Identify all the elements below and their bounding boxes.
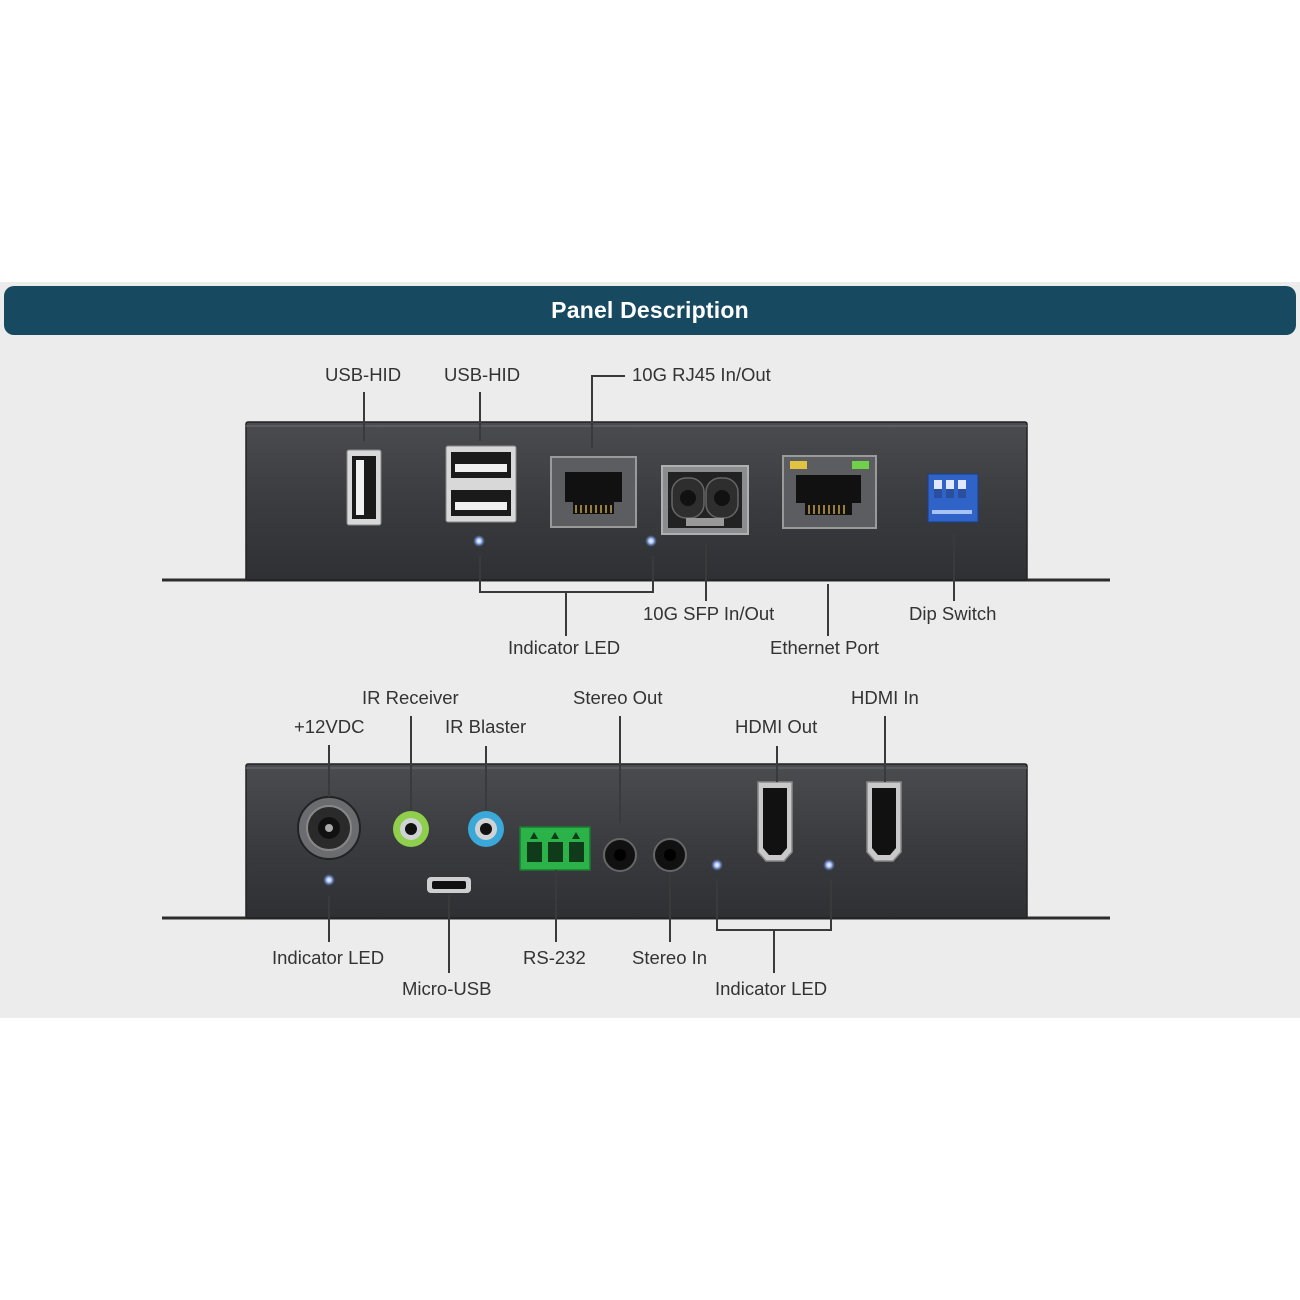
dual-usb-a-port-icon <box>445 445 517 523</box>
label-dip-switch: Dip Switch <box>909 603 997 624</box>
indicator-led-icon <box>323 874 335 886</box>
label-stereo-out: Stereo Out <box>573 687 663 708</box>
rear-leader-lines <box>328 716 886 973</box>
label-hdmi-out: HDMI Out <box>735 716 818 737</box>
indicator-led-icon <box>823 859 835 871</box>
panel-title-banner: Panel Description <box>4 286 1296 335</box>
usb-a-port-icon <box>346 449 382 526</box>
label-indicator-led-rear-left: Indicator LED <box>272 947 385 968</box>
label-usb-hid-dual: USB-HID <box>444 364 521 385</box>
label-10g-rj45: 10G RJ45 In/Out <box>632 364 771 385</box>
panel-title: Panel Description <box>551 297 749 323</box>
label-ir-blaster: IR Blaster <box>445 716 527 737</box>
label-indicator-led-front: Indicator LED <box>508 637 621 658</box>
ir-receiver-jack-icon <box>393 811 429 847</box>
stereo-out-jack-icon <box>603 838 637 872</box>
indicator-led-icon <box>473 535 485 547</box>
dc-power-jack-icon <box>297 796 361 860</box>
label-rs232: RS-232 <box>523 947 586 968</box>
dip-switch-icon <box>927 473 979 523</box>
rear-chassis <box>245 763 1028 919</box>
micro-usb-port-icon <box>427 877 471 893</box>
ir-blaster-jack-icon <box>468 811 504 847</box>
label-hdmi-in: HDMI In <box>851 687 919 708</box>
hdmi-out-port-icon <box>757 781 793 862</box>
front-device <box>162 421 1110 582</box>
label-12vdc: +12VDC <box>294 716 365 737</box>
label-indicator-led-rear-right: Indicator LED <box>715 978 828 999</box>
label-ethernet-port: Ethernet Port <box>770 637 880 658</box>
sfp-cage-icon <box>661 465 749 535</box>
rj45-port-icon <box>550 456 637 528</box>
ethernet-port-icon <box>782 455 877 529</box>
rs232-terminal-block-icon <box>519 826 591 871</box>
indicator-led-icon <box>711 859 723 871</box>
rear-device <box>162 763 1110 920</box>
label-10g-sfp: 10G SFP In/Out <box>643 603 775 624</box>
front-leader-lines <box>363 375 955 636</box>
hdmi-in-port-icon <box>866 781 902 862</box>
indicator-led-icon <box>645 535 657 547</box>
label-micro-usb: Micro-USB <box>402 978 492 999</box>
label-stereo-in: Stereo In <box>632 947 708 968</box>
label-ir-receiver: IR Receiver <box>362 687 459 708</box>
label-usb-hid-single: USB-HID <box>325 364 402 385</box>
stereo-in-jack-icon <box>653 838 687 872</box>
